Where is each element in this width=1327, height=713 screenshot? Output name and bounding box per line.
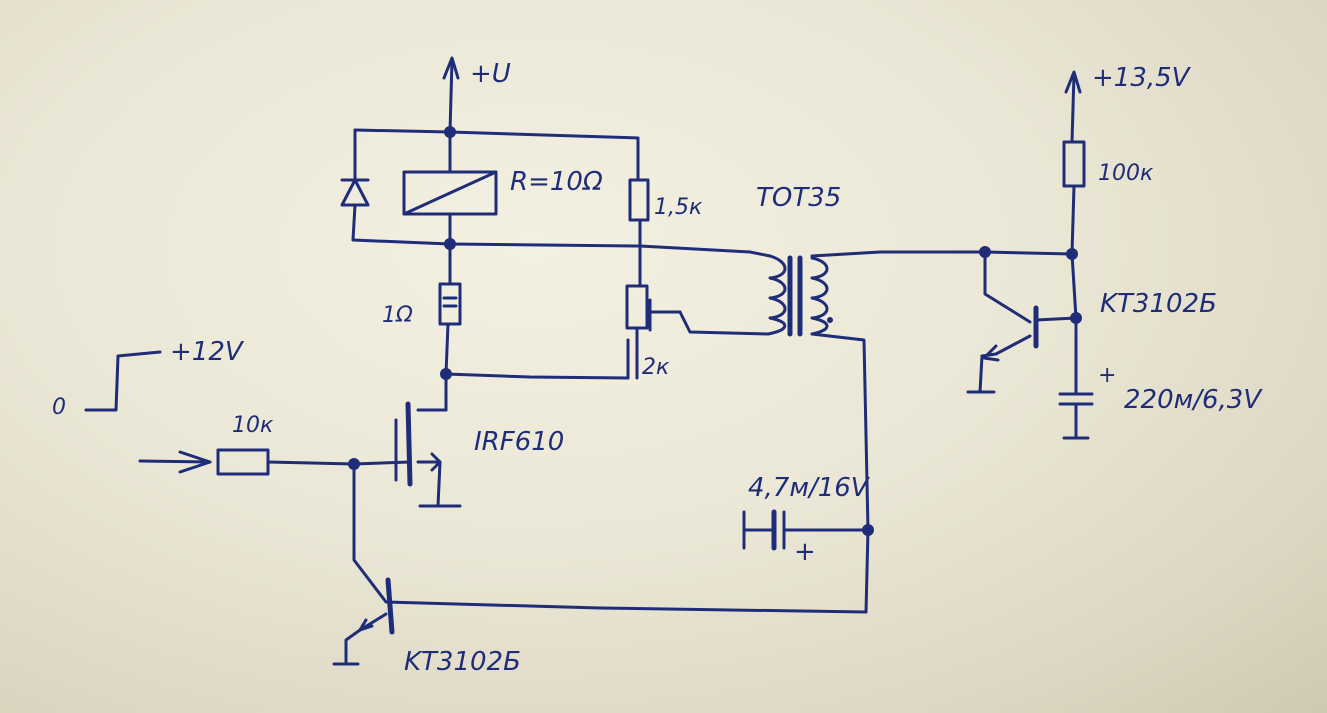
pulse-high-label: +12V: [170, 337, 245, 367]
coil-resistance-label: R=10Ω: [510, 167, 603, 197]
transformer-label: TOT35: [756, 183, 841, 213]
right-rail-wire: [1070, 252, 1078, 396]
resistor-10k-label: 10к: [232, 413, 274, 438]
supply-13v5-label: +13,5V: [1092, 63, 1192, 93]
resistor-1ohm: [438, 242, 462, 376]
transistor-bottom-label: KT3102Б: [404, 647, 521, 677]
cap-220u-label: 220м/6,3V: [1124, 385, 1263, 415]
cap-4u7-label: 4,7м/16V: [748, 473, 871, 503]
capacitor-4u7: [742, 509, 870, 551]
transistor-right-label: KT3102Б: [1100, 289, 1217, 319]
capacitor-220u: [1058, 392, 1094, 440]
top-rail-wire: [353, 128, 640, 140]
supply-13v5-arrow: [1064, 70, 1082, 144]
resistor-100k-label: 100к: [1098, 161, 1154, 186]
potentiometer-2k: [625, 284, 682, 380]
input-pulse: [84, 350, 162, 412]
lower-rail-wire: [444, 372, 630, 380]
secondary-bottom-wire: [810, 332, 870, 614]
resistor-2k-label: 2к: [642, 355, 670, 380]
resistor-1ohm-label: 1Ω: [382, 303, 413, 328]
supply-u-label: +U: [470, 59, 511, 89]
cap-220-plus: +: [1098, 363, 1116, 388]
mosfet-irf610: [394, 372, 462, 508]
middle-rail-wire: [351, 238, 752, 254]
resistor-1k5-label: 1,5к: [654, 195, 703, 220]
flyback-diode: [340, 128, 370, 242]
resistor-10k: [216, 448, 412, 476]
mosfet-label: IRF610: [474, 427, 564, 457]
supply-u-arrow: [442, 56, 460, 134]
resistor-1k5: [628, 136, 650, 286]
input-arrow: [138, 450, 212, 474]
feedback-wire: [352, 462, 868, 614]
bottom-transistor: [332, 577, 395, 666]
right-transistor: [966, 250, 1078, 394]
transformer: [678, 250, 833, 337]
cap-4u7-plus: +: [794, 537, 816, 567]
pulse-low-label: 0: [52, 395, 66, 420]
resistor-100k: [1062, 140, 1086, 256]
relay-coil: [402, 130, 498, 246]
secondary-top-wire: [810, 250, 1074, 258]
